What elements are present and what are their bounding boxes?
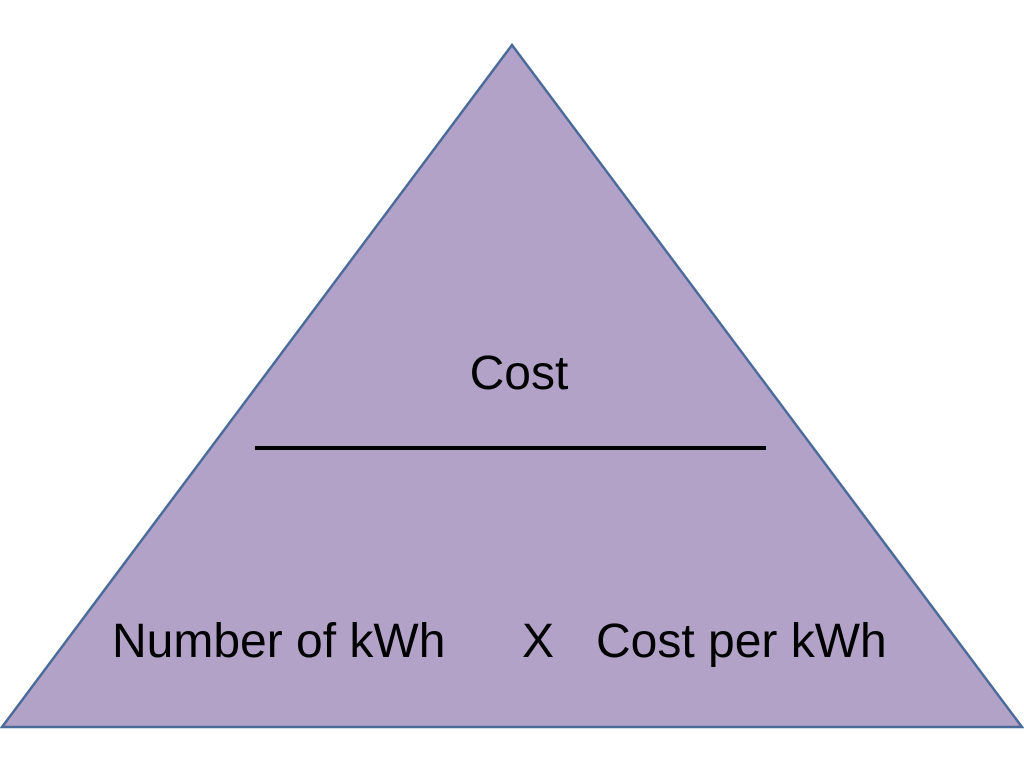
formula-denominator-row: Number of kWh X Cost per kWh [0, 618, 1024, 668]
multiply-operator: X [522, 615, 555, 668]
triangle-shape [0, 42, 1024, 729]
cost-label: Cost [469, 347, 569, 400]
cost-per-kwh-label: Cost per kWh [596, 615, 887, 668]
number-of-kwh-label: Number of kWh [112, 615, 446, 668]
